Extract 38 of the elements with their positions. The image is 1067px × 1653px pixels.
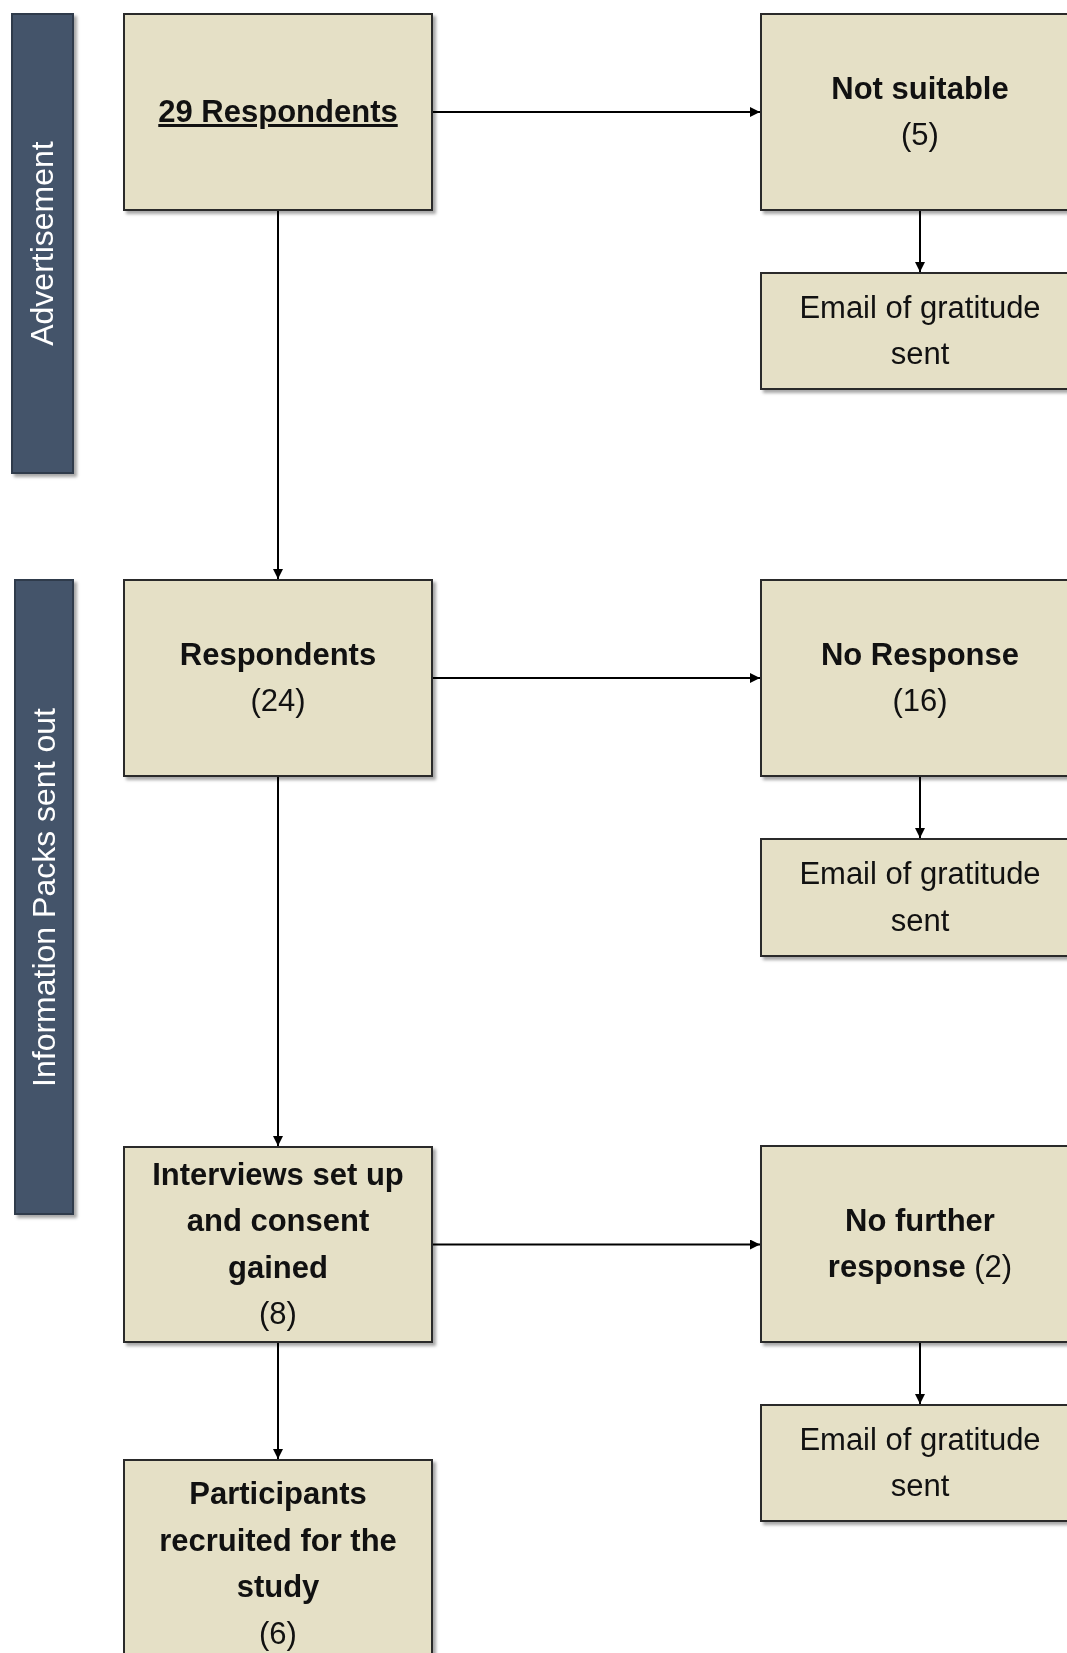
process-box xyxy=(123,13,433,211)
arrow xyxy=(273,1342,283,1460)
stage-band xyxy=(14,579,74,1215)
arrow xyxy=(915,776,925,839)
box-text: Email of gratitude sent xyxy=(798,1420,1042,1505)
arrow xyxy=(273,210,283,580)
stage-label: Information Packs sent out xyxy=(25,707,63,1087)
arrow xyxy=(273,776,283,1147)
arrow xyxy=(915,210,925,273)
box-text: No Response xyxy=(820,635,1020,674)
process-box xyxy=(760,13,1067,211)
box-text: Email of gratitude sent xyxy=(798,288,1042,373)
process-box xyxy=(760,579,1067,777)
arrow xyxy=(432,673,761,683)
process-box xyxy=(760,272,1067,390)
stage-band xyxy=(11,13,74,474)
box-text: Participants recruited for the study xyxy=(158,1475,398,1606)
count-label: (16) xyxy=(892,682,948,720)
box-text: Email of gratitude sent xyxy=(798,855,1042,940)
count-label: (8) xyxy=(259,1295,297,1333)
process-box xyxy=(760,838,1067,957)
box-text: No further response (2) xyxy=(826,1201,1014,1286)
box-text: Respondents xyxy=(179,635,377,674)
count-label: (5) xyxy=(901,116,939,154)
process-box xyxy=(123,1146,433,1343)
box-text: Not suitable xyxy=(831,69,1009,108)
process-box xyxy=(123,1459,433,1653)
process-box xyxy=(123,579,433,777)
stage-label: Advertisement xyxy=(24,141,61,346)
box-text: 29 Respondents xyxy=(158,92,398,131)
process-box xyxy=(760,1404,1067,1522)
arrow xyxy=(432,107,761,117)
count-label: (6) xyxy=(259,1614,297,1653)
box-text: Interviews set up and consent gained xyxy=(151,1155,405,1287)
arrow xyxy=(432,1239,761,1250)
arrow xyxy=(915,1342,925,1405)
count-label: (24) xyxy=(250,682,306,720)
process-box xyxy=(760,1145,1067,1343)
